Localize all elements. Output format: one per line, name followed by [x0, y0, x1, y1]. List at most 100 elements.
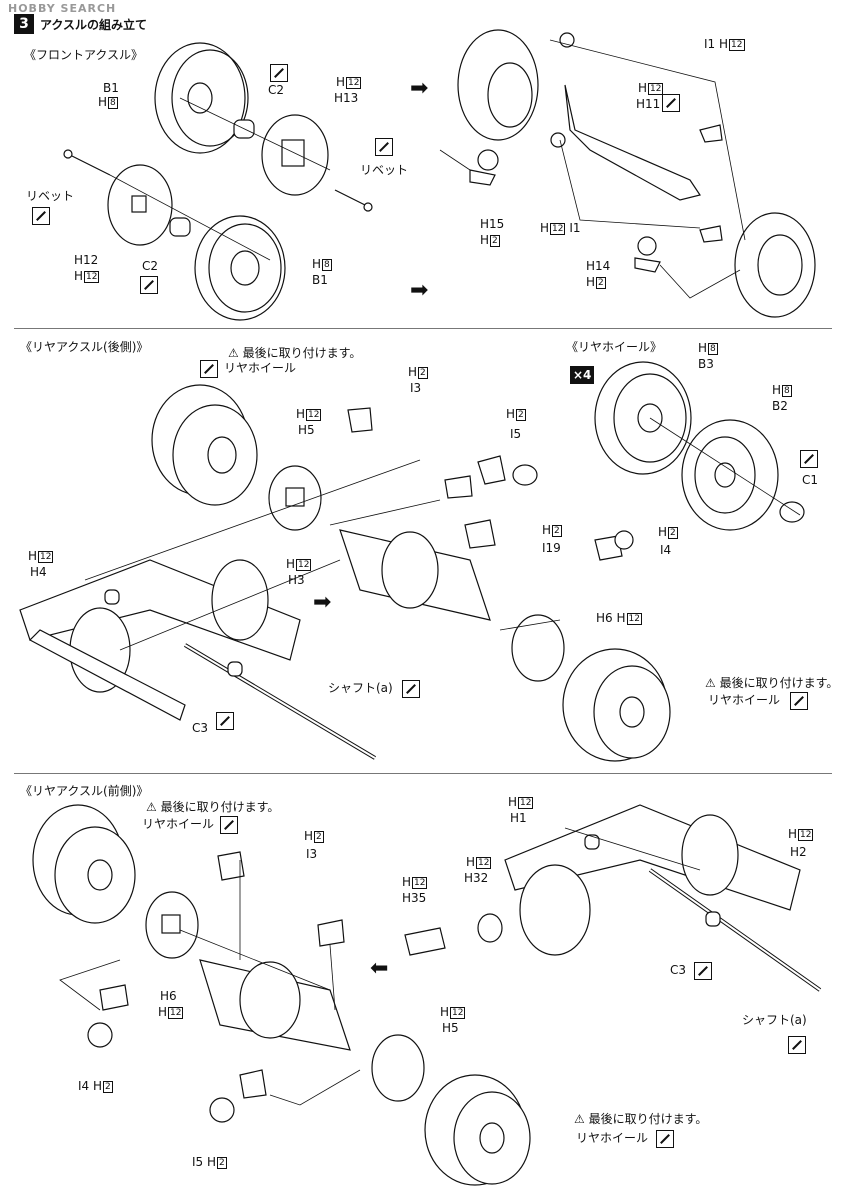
rear-part-h5-front [371, 1034, 425, 1102]
front-wheel-assembled-bottom [734, 212, 816, 318]
watermark: HOBBY SEARCH [8, 2, 117, 15]
front-wheel-b1-bottom [194, 215, 286, 321]
rear-part-i4 [594, 530, 634, 561]
glue-icon [32, 207, 50, 225]
rear-housing-front [199, 959, 351, 1051]
glue-icon [220, 816, 238, 834]
glue-icon [656, 1130, 674, 1148]
label-shaft-a-1: シャフト(a) [328, 681, 393, 695]
glue-icon [788, 1036, 806, 1054]
label-i4: I4 [660, 543, 672, 557]
step-number: 3 [14, 14, 34, 34]
glue-icon [790, 692, 808, 710]
label-i3: I3 [410, 381, 422, 395]
rear-part-h32 [477, 913, 503, 943]
label-h3: H3 [288, 573, 305, 587]
glue-icon [402, 680, 420, 698]
label-b1-top: B1 [103, 81, 119, 95]
label-h35: H35 [402, 891, 427, 905]
glue-icon [694, 962, 712, 980]
arrow-right-icon: ➡ [410, 76, 429, 101]
label-rear-wheel-1: リヤホイール [224, 361, 297, 375]
rear-frame-h4-h3 [19, 559, 301, 721]
front-part-i1 [699, 124, 723, 243]
section-front-axle: 《フロントアクスル》 [24, 48, 144, 62]
step-title: アクスルの組み立て [40, 18, 148, 32]
label-h4: H4 [30, 565, 47, 579]
front-rivet-left [63, 149, 111, 176]
label-h11: H11 [636, 97, 661, 111]
rear-part-i3-front [217, 851, 345, 947]
label-rear-wheel-2: リヤホイール [708, 693, 781, 707]
label-h13: H13 [334, 91, 359, 105]
label-c2-top: C2 [268, 83, 285, 97]
rear-part-c1 [779, 501, 805, 523]
front-beam-h11 [550, 32, 701, 201]
rear-part-h6-front [145, 891, 199, 959]
label-h12-part: H12 [74, 253, 99, 267]
arrow-right-icon: ➡ [313, 590, 332, 615]
label-rear-wheel-4: リヤホイール [576, 1131, 649, 1145]
label-rivet-right: リベット [360, 163, 409, 177]
front-part-h14 [634, 236, 661, 273]
rear-wheel-front-left [32, 804, 136, 924]
label-h5: H5 [298, 423, 315, 437]
rear-part-h5-top [268, 465, 322, 531]
rear-wheel-b2 [681, 419, 779, 531]
label-b3: B3 [698, 357, 714, 371]
glue-icon [800, 450, 818, 468]
label-shaft-a-2: シャフト(a) [742, 1013, 807, 1027]
label-h5-front: H5 [442, 1021, 459, 1035]
rear-shaft-a-front [584, 834, 822, 992]
label-c3-front: C3 [670, 963, 687, 977]
rear-part-h35 [404, 927, 446, 956]
label-h32: H32 [464, 871, 489, 885]
section-rear-axle-back: 《リヤアクスル(後側)》 [20, 340, 149, 354]
section-rear-axle-front: 《リヤアクスル(前側)》 [20, 784, 149, 798]
label-rivet-left: リベット [26, 189, 75, 203]
arrow-right-icon: ➡ [410, 278, 429, 303]
label-c2-bottom: C2 [142, 259, 159, 273]
rear-part-i19 [464, 519, 496, 549]
label-c3-back: C3 [192, 721, 209, 735]
label-h1: H1 [510, 811, 527, 825]
rear-housing-back [339, 529, 491, 621]
rear-wheel-b3 [594, 361, 692, 475]
label-rear-wheel-3: リヤホイール [142, 817, 215, 831]
warning-note-2: ⚠ 最後に取り付けます。 [705, 676, 839, 690]
rear-part-i5 [477, 455, 538, 486]
multiplier-badge: ×4 [570, 366, 595, 384]
label-i19: I19 [542, 541, 561, 555]
label-h2-part: H2 [790, 845, 807, 859]
arrow-left-icon: ⬅ [370, 956, 389, 981]
rear-wheel-back-left [151, 384, 258, 506]
rear-part-i3-top [347, 407, 473, 499]
label-b2: B2 [772, 399, 788, 413]
label-h6-front: H6 [160, 989, 177, 1003]
divider-1 [14, 328, 832, 329]
label-i3-front: I3 [306, 847, 318, 861]
